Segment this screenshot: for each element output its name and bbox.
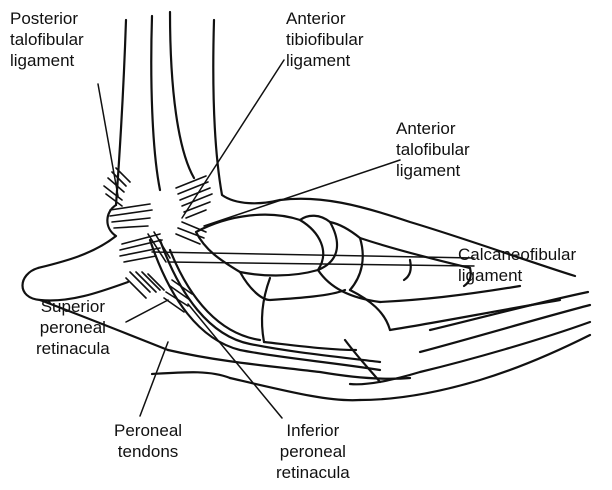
label-inferior-peroneal-retinacula: Inferior peroneal retinacula bbox=[276, 420, 350, 483]
label-posterior-talofibular-ligament: Posterior talofibular ligament bbox=[10, 8, 84, 71]
label-anterior-tibiofibular-ligament: Anterior tibiofibular ligament bbox=[286, 8, 364, 71]
label-anterior-talofibular-ligament: Anterior talofibular ligament bbox=[396, 118, 470, 181]
label-peroneal-tendons: Peroneal tendons bbox=[114, 420, 182, 462]
tarsal-bones bbox=[196, 215, 560, 382]
leg-outline bbox=[116, 12, 280, 205]
ligament-fibers bbox=[104, 168, 212, 312]
leader-lines bbox=[98, 60, 474, 418]
label-superior-peroneal-retinacula: Superior peroneal retinacula bbox=[36, 296, 110, 359]
label-calcaneofibular-ligament: Calcaneofibular ligament bbox=[458, 244, 576, 286]
